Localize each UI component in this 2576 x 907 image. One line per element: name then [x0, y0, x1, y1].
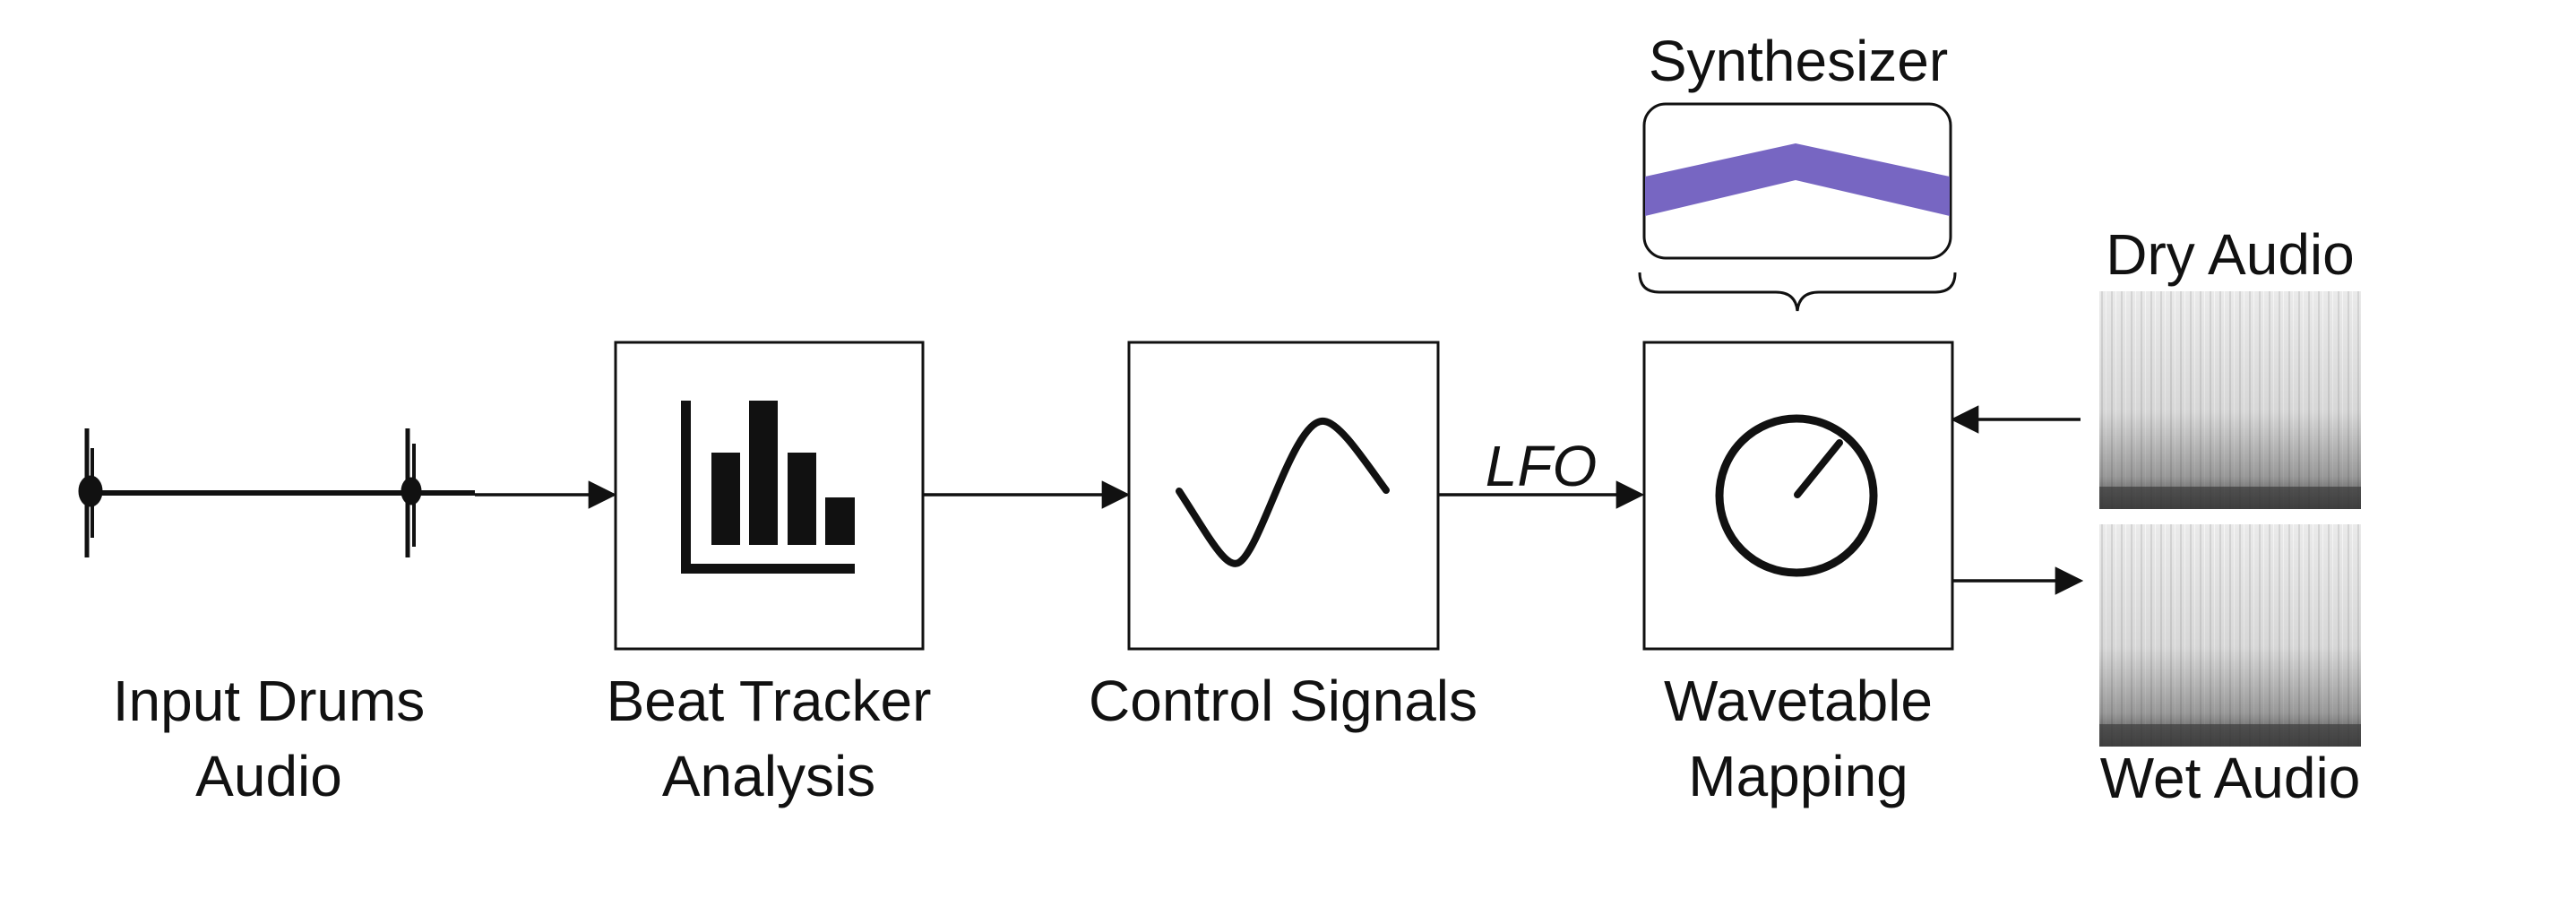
synth-brace — [1638, 272, 1957, 312]
sine-wave-icon — [1176, 418, 1390, 567]
input-waveform-icon — [78, 428, 475, 557]
dry-spectrogram — [2099, 291, 2361, 509]
bar-chart-icon — [681, 401, 855, 574]
wavetable-shape-icon — [1645, 143, 1950, 216]
wavetable-box — [1642, 341, 1954, 651]
control-signals-box — [1127, 341, 1440, 651]
beat-tracker-label-line2: Analysis — [661, 744, 876, 808]
beat-tracker-label-line1: Beat Tracker — [606, 669, 932, 733]
synthesizer-panel — [1638, 102, 1957, 312]
beat-tracker-label: Beat Tracker Analysis — [581, 663, 957, 814]
input-label: Input Drums Audio — [81, 663, 457, 814]
input-label-line1: Input Drums — [112, 669, 426, 733]
wavetable-label: Wavetable Mapping — [1619, 663, 1977, 814]
input-label-line2: Audio — [195, 744, 342, 808]
lfo-label: LFO — [1485, 434, 1598, 498]
control-signals-label-text: Control Signals — [1089, 669, 1478, 733]
knob-icon — [1715, 414, 1878, 577]
wet-spectrogram — [2099, 524, 2361, 747]
wavetable-label-line1: Wavetable — [1664, 669, 1933, 733]
synthesizer-label: Synthesizer — [1648, 29, 1949, 93]
wet-audio-label: Wet Audio — [2099, 746, 2361, 810]
dry-audio-label: Dry Audio — [2106, 222, 2355, 287]
control-signals-label: Control Signals — [1059, 663, 1507, 739]
beat-tracker-box — [614, 341, 925, 651]
wavetable-label-line2: Mapping — [1688, 744, 1908, 808]
